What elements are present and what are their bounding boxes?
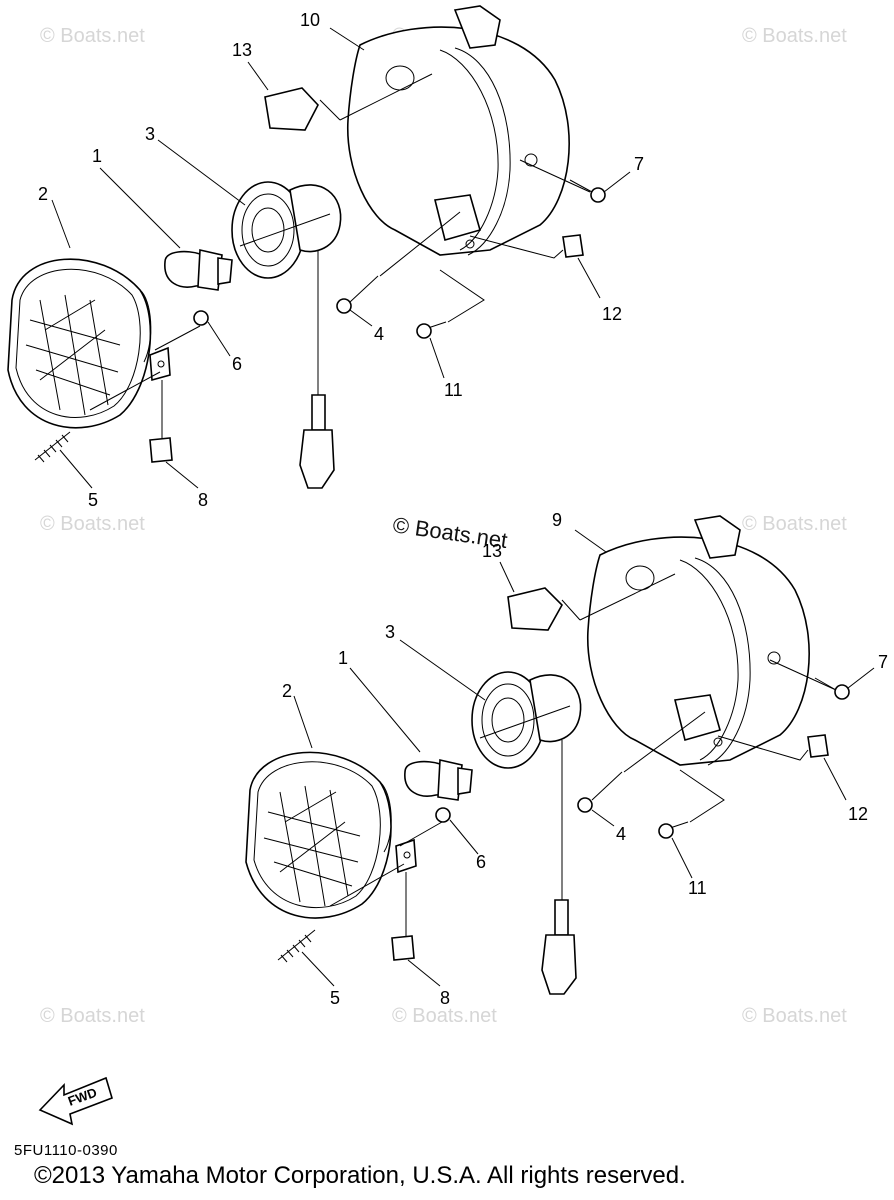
nut-clip — [807, 734, 829, 758]
bulb — [164, 249, 233, 291]
callout-11: 11 — [688, 878, 707, 898]
callout-2: 2 — [38, 184, 48, 204]
watermark: © Boats.net — [742, 25, 847, 47]
housing — [347, 5, 570, 256]
screw — [569, 179, 606, 203]
callout-13: 13 — [482, 541, 502, 561]
watermark: © Boats.net — [742, 513, 847, 535]
clip — [149, 437, 173, 463]
watermark: © Boats.net — [40, 513, 145, 535]
callout-3: 3 — [145, 124, 155, 144]
housing — [587, 515, 810, 766]
fwd-arrow-icon: FWD — [38, 1076, 113, 1126]
lens-unit — [7, 258, 171, 429]
spring — [34, 431, 71, 463]
spring — [277, 929, 316, 963]
callout-8: 8 — [198, 490, 208, 510]
screw — [336, 275, 379, 314]
nut — [193, 310, 209, 326]
screw — [658, 821, 689, 839]
callout-1: 1 — [338, 648, 348, 668]
callout-13: 13 — [232, 40, 252, 60]
callout-5: 5 — [88, 490, 98, 510]
callout-12: 12 — [848, 804, 868, 824]
callout-leaders — [293, 529, 875, 987]
screw — [577, 771, 623, 813]
watermark: © Boats.net — [742, 1005, 847, 1027]
callout-6: 6 — [476, 852, 486, 872]
watermark: © Boats.net — [40, 25, 145, 47]
headlight-assembly-bottom: 1 2 3 13 9 7 12 4 11 6 5 8 — [245, 510, 888, 1008]
screw — [814, 677, 850, 700]
callout-4: 4 — [616, 824, 626, 844]
callout-2: 2 — [282, 681, 292, 701]
callout-leaders — [51, 27, 631, 489]
rubber-cap — [264, 87, 319, 131]
callout-7: 7 — [878, 652, 888, 672]
copyright-notice: ©2013 Yamaha Motor Corporation, U.S.A. A… — [34, 1162, 686, 1189]
callout-5: 5 — [330, 988, 340, 1008]
callout-1: 1 — [92, 146, 102, 166]
bulb — [404, 759, 473, 801]
lens-unit — [245, 751, 417, 919]
rubber-cap — [507, 587, 563, 631]
socket — [231, 181, 342, 489]
callout-11: 11 — [444, 380, 463, 400]
watermark: © Boats.net — [392, 1005, 497, 1027]
nut-clip — [562, 234, 584, 258]
screw — [416, 321, 447, 339]
callout-8: 8 — [440, 988, 450, 1008]
drawing-code: 5FU1110-0390 — [14, 1142, 118, 1159]
watermark: © Boats.net — [40, 1005, 145, 1027]
watermarks: © Boats.net © Boats.net © Boats.net © Bo… — [40, 25, 847, 1027]
callout-9: 9 — [552, 510, 562, 530]
headlight-assembly-top: 1 2 3 13 10 7 12 4 11 6 5 8 — [7, 5, 644, 510]
callout-3: 3 — [385, 622, 395, 642]
socket — [471, 671, 582, 995]
callout-6: 6 — [232, 354, 242, 374]
callout-7: 7 — [634, 154, 644, 174]
clip — [391, 935, 415, 961]
callout-10: 10 — [300, 10, 320, 30]
callout-12: 12 — [602, 304, 622, 324]
nut — [435, 807, 451, 823]
callout-4: 4 — [374, 324, 384, 344]
